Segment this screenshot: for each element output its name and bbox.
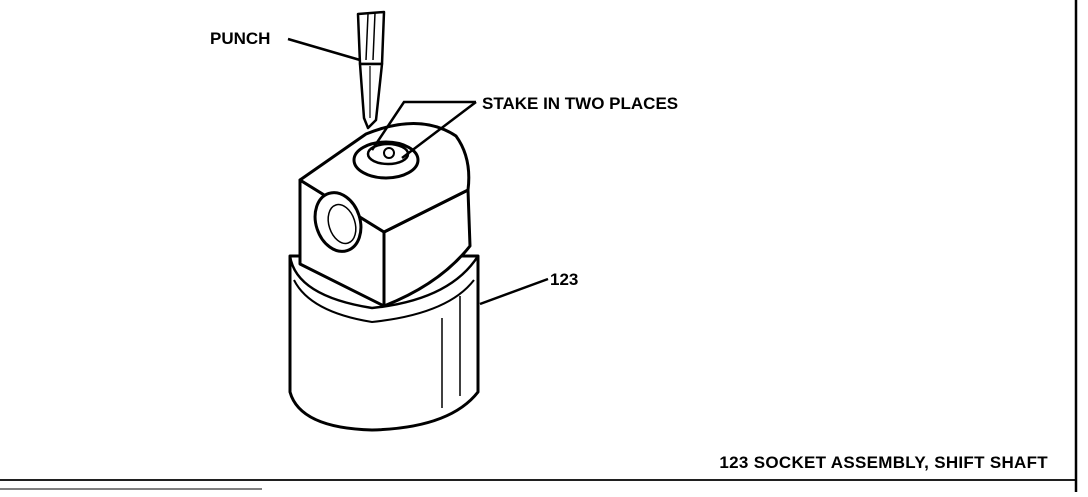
- stake-leader-lower: [401, 101, 477, 159]
- figure-caption: 123 SOCKET ASSEMBLY, SHIFT SHAFT: [719, 453, 1048, 472]
- leader-lines: [287, 37, 549, 306]
- cylinder-rim: [288, 255, 480, 310]
- socket-assembly: [288, 122, 480, 432]
- part-number-label: 123: [550, 270, 578, 289]
- block-right-face: [382, 188, 472, 308]
- part-leader: [479, 277, 549, 306]
- punch-tool: [356, 10, 386, 130]
- screw-socket: [383, 147, 395, 159]
- punch-leader: [287, 37, 361, 62]
- punch-label: PUNCH: [210, 29, 270, 48]
- stake-leader-upper: [370, 100, 476, 151]
- stake-label: STAKE IN TWO PLACES: [482, 94, 678, 113]
